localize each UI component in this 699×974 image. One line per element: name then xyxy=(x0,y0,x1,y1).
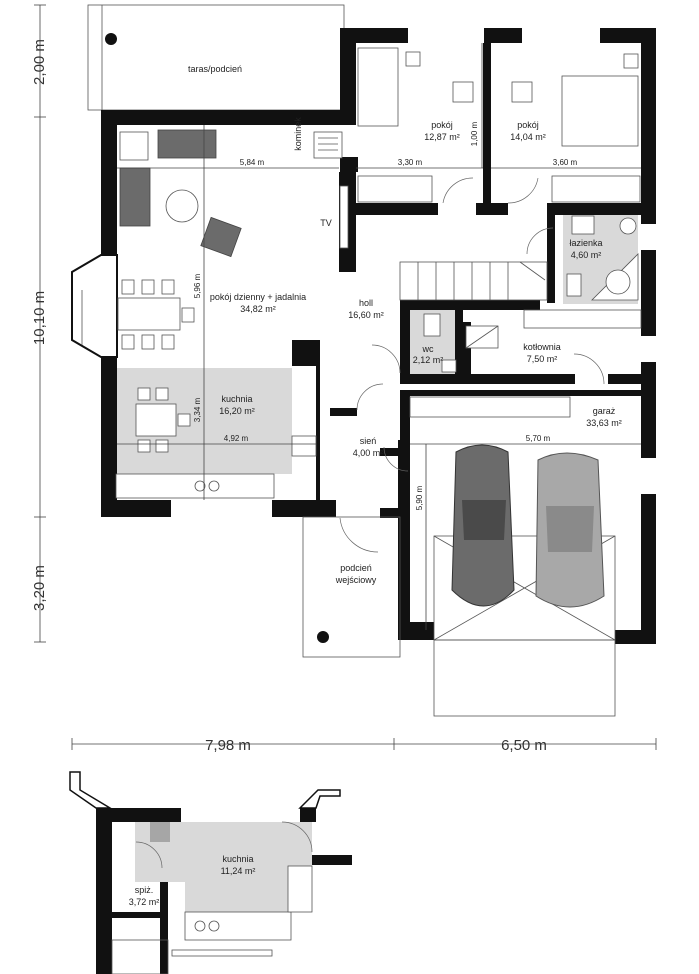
label-holl: holl xyxy=(359,298,373,308)
label-kuchnia: kuchnia xyxy=(221,394,252,404)
label-taras: taras/podcień xyxy=(188,64,242,74)
label-spiz: spiż. xyxy=(135,885,154,895)
label-tv: TV xyxy=(320,218,332,228)
label-pokoj-dzienny: pokój dzienny + jadalnia xyxy=(210,292,306,302)
dim-outer-top: 2,00 m xyxy=(31,39,48,85)
dim-360: 3,60 m xyxy=(553,158,578,167)
furniture xyxy=(115,47,642,499)
area-kuchnia: 16,20 m² xyxy=(219,406,255,416)
label-wejsciowy: wejściowy xyxy=(335,575,377,585)
area-kotlownia: 7,50 m² xyxy=(527,354,558,364)
label-podcien: podcień xyxy=(340,563,372,573)
stairs xyxy=(399,261,548,301)
area-pokoj-2: 14,04 m² xyxy=(510,132,546,142)
label-sien: sień xyxy=(360,436,377,446)
alt-kitchen-plan xyxy=(69,771,352,974)
dim-outer-left: 7,98 m xyxy=(205,737,251,754)
dim-584: 5,84 m xyxy=(240,158,265,167)
dim-100: 1,00 m xyxy=(470,121,479,146)
dim-596: 5,96 m xyxy=(193,273,202,298)
terrace xyxy=(87,4,345,111)
doors xyxy=(339,177,605,553)
dim-570: 5,70 m xyxy=(526,434,551,443)
dimension-lines xyxy=(34,4,657,750)
area-kuchnia-2: 11,24 m² xyxy=(221,866,256,876)
label-lazienka: łazienka xyxy=(569,238,602,248)
area-holl: 16,60 m² xyxy=(348,310,384,320)
driveway xyxy=(433,639,616,717)
area-pokoj-dzienny: 34,82 m² xyxy=(240,304,276,314)
dim-590: 5,90 m xyxy=(415,485,424,510)
entrance-porch xyxy=(302,516,401,658)
dim-492: 4,92 m xyxy=(224,434,249,443)
area-lazienka: 4,60 m² xyxy=(571,250,602,260)
dim-outer-bot: 3,20 m xyxy=(31,565,48,611)
label-pokoj-1: pokój xyxy=(431,120,453,130)
label-wc: wc xyxy=(422,344,434,354)
dim-outer-right: 6,50 m xyxy=(501,737,547,754)
area-sien: 4,00 m² xyxy=(353,448,384,458)
label-kotlownia: kotłownia xyxy=(523,342,561,352)
area-garaz: 33,63 m² xyxy=(586,418,622,428)
area-pokoj-1: 12,87 m² xyxy=(424,132,460,142)
dim-outer-mid: 10,10 m xyxy=(31,291,48,345)
label-pokoj-2: pokój xyxy=(517,120,539,130)
dim-330: 3,30 m xyxy=(398,158,423,167)
area-wc: 2,12 m² xyxy=(413,355,444,365)
garage-floor-marking xyxy=(433,535,616,641)
bay-window xyxy=(71,254,118,358)
label-garaz: garaż xyxy=(593,406,616,416)
area-spiz: 3,72 m² xyxy=(129,897,160,907)
dim-334: 3,34 m xyxy=(193,397,202,422)
room-labels: taras/podcień pokój 12,87 m² pokój 14,04… xyxy=(129,64,622,907)
dimension-labels: 5,84 m 3,30 m 3,60 m 1,00 m 5,96 m 3,34 … xyxy=(31,39,578,754)
label-kuchnia-2: kuchnia xyxy=(222,854,253,864)
cars xyxy=(451,444,605,608)
label-kominek: kominek xyxy=(293,117,303,151)
